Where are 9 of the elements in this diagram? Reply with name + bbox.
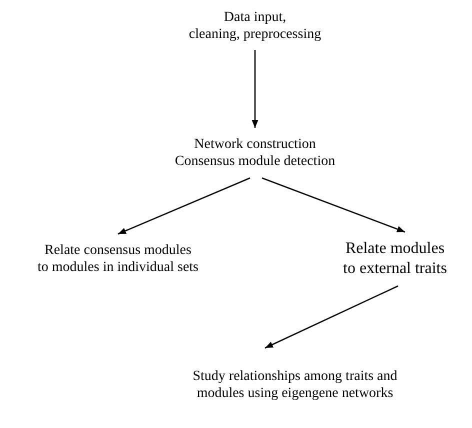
step-text: Network construction Consensus module detection [174, 136, 336, 170]
step-text: Relate modules to external traits [342, 239, 448, 279]
step-text: Study relationships among traits and modules using eigengene networks [192, 368, 398, 402]
arrow [252, 50, 258, 128]
arrow [118, 177, 250, 235]
step-text: Data input, cleaning, preprocessing [188, 8, 322, 44]
arrow [264, 285, 398, 349]
step-text: Relate consensus modules to modules in individual sets [36, 242, 200, 276]
arrow [262, 177, 406, 233]
